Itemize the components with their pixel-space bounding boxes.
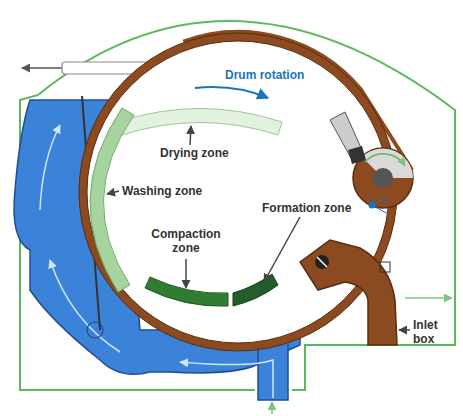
leader-arrow	[399, 329, 410, 331]
zone-label: Formation zone	[262, 201, 351, 215]
inlet-valve	[315, 255, 329, 269]
flow-arrow	[180, 360, 273, 398]
spray-nozzle	[369, 202, 376, 209]
drum	[83, 37, 393, 347]
inflow-arrow	[271, 402, 273, 414]
drum-edge	[79, 33, 397, 351]
rotation-label: Drum rotation	[225, 68, 304, 82]
inlet-mount	[380, 262, 390, 272]
formation-zone-band	[233, 274, 278, 306]
zone-label: Compaction zone	[148, 227, 224, 255]
zone-label: Drying zone	[160, 146, 229, 160]
drying-zone-band	[118, 109, 282, 136]
zone-label: Washing zone	[122, 184, 202, 198]
blade-holder	[348, 146, 366, 164]
outlet-arrow	[405, 297, 452, 299]
roller-rotation	[365, 154, 405, 166]
leader-arrow	[107, 191, 119, 194]
leader-arrow	[264, 217, 300, 282]
exhaust-arrow	[22, 67, 62, 69]
valve-mark	[317, 257, 327, 267]
agitator	[87, 322, 103, 338]
inlet-box	[300, 240, 397, 345]
rotation-arrow	[195, 87, 268, 98]
leader-arrow	[190, 126, 191, 145]
washing-zone-band	[90, 108, 134, 292]
leader-arrow	[185, 259, 187, 288]
flow-arrow	[40, 125, 60, 210]
roller-hub	[373, 168, 393, 188]
part-label: Inlet box	[413, 318, 453, 346]
drum-edge	[87, 41, 389, 343]
